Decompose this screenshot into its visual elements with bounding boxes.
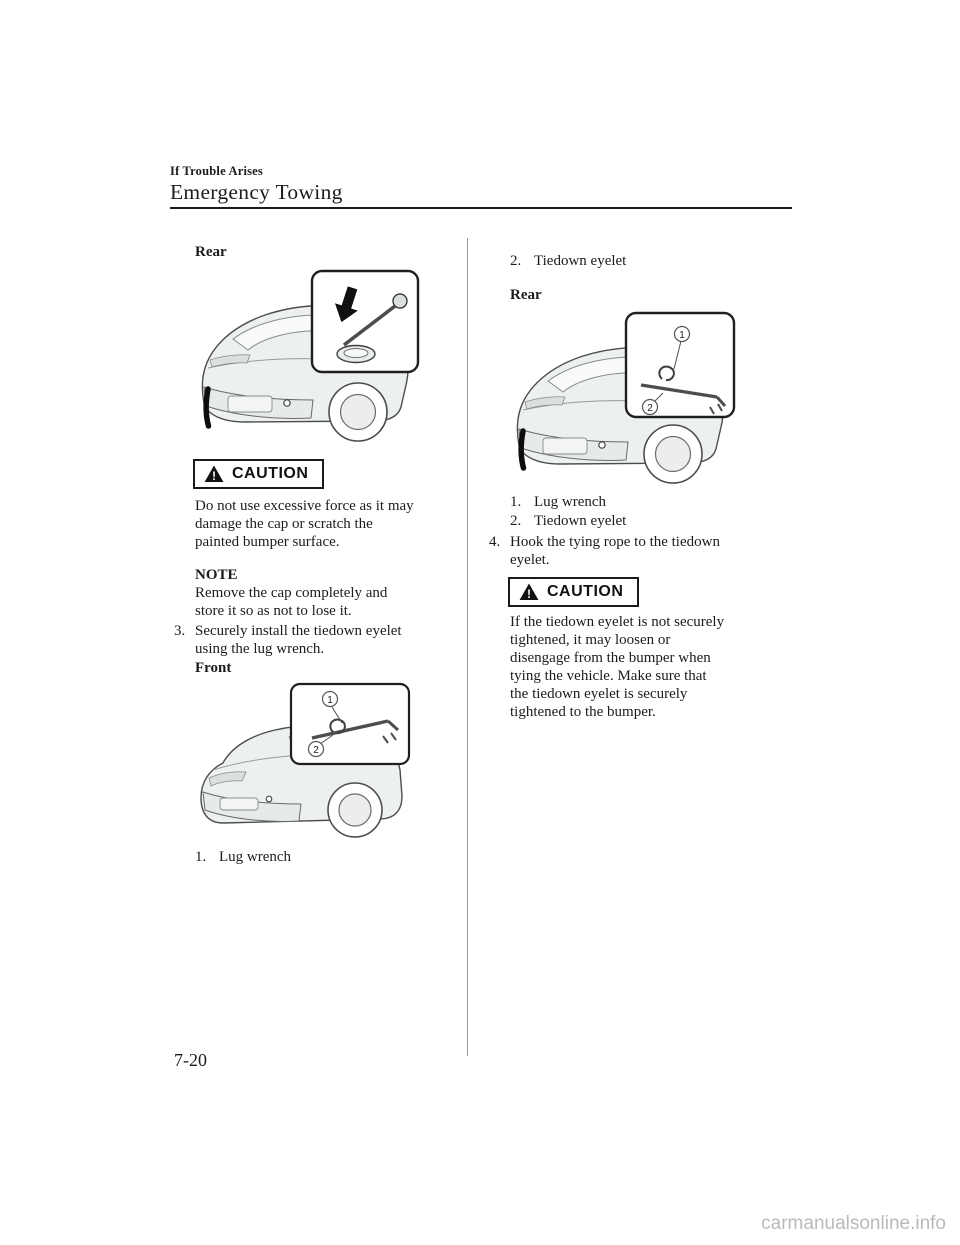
tiedown-eyelet — [658, 365, 675, 381]
step-text: Securely install the tiedown eyelet usin… — [195, 623, 402, 657]
lug-wrench — [640, 383, 727, 415]
step-number: 4. — [489, 534, 501, 551]
rear-wheel — [328, 382, 388, 442]
legend-text: Lug wrench — [534, 493, 607, 510]
tow-cap — [336, 344, 376, 364]
legend-tiedown-eyelet-top: 2. Tiedown eyelet — [510, 252, 769, 271]
inset-detail-box: 1 2 — [289, 682, 411, 766]
front-eyelet-illustration: 1 2 — [195, 680, 446, 844]
header-rule — [170, 207, 792, 209]
caution-body-text: If the tiedown eyelet is not securely ti… — [510, 614, 725, 721]
page-header: If Trouble Arises Emergency Towing — [170, 164, 792, 205]
rear-label: Rear — [510, 286, 542, 303]
inset-detail-box — [310, 269, 420, 374]
caution-box: ! CAUTION — [508, 577, 640, 608]
legend-lug-wrench: 1. Lug wrench — [195, 848, 446, 867]
press-arrow-icon — [334, 286, 358, 323]
column-divider — [467, 238, 468, 1056]
note-body-text: Remove the cap completely and store it s… — [195, 585, 388, 619]
tow-cap-location — [283, 399, 291, 407]
legend-text: Tiedown eyelet — [534, 253, 627, 269]
legend-tiedown-eyelet: 2. Tiedown eyelet — [510, 512, 769, 531]
rear-label: Rear — [195, 244, 227, 260]
step-number: 3. — [174, 623, 186, 639]
warning-triangle-icon: ! — [204, 465, 224, 483]
legend-text: Lug wrench — [219, 849, 292, 865]
front-wheel — [327, 782, 383, 838]
legend-number: 2. — [510, 512, 522, 529]
page-number: 7-20 — [174, 1050, 207, 1070]
tiedown-eyelet — [329, 718, 346, 735]
note-label: NOTE — [195, 567, 238, 583]
rear-bumper — [203, 386, 314, 419]
svg-text:1: 1 — [327, 695, 333, 706]
warning-triangle-icon: ! — [519, 583, 539, 601]
legend-number: 1. — [195, 849, 207, 865]
callout-1: 1 — [673, 325, 691, 369]
caution-box: ! CAUTION — [193, 459, 325, 489]
pry-lever — [342, 293, 408, 347]
chapter-name: If Trouble Arises — [170, 164, 263, 178]
step-4: 4. Hook the tying rope to the tiedown ey… — [489, 533, 769, 569]
legend-text: Tiedown eyelet — [534, 512, 627, 529]
inset-detail-box: 1 2 — [624, 311, 736, 418]
svg-text:2: 2 — [313, 745, 319, 756]
callout-1: 1 — [321, 690, 343, 724]
svg-text:!: ! — [212, 471, 216, 483]
rear-wheel — [643, 423, 703, 484]
legend-number: 2. — [510, 253, 522, 269]
position-marker — [518, 428, 527, 471]
svg-text:2: 2 — [647, 403, 653, 414]
svg-text:1: 1 — [679, 330, 685, 341]
caution-body-text: Do not use excessive force as it may dam… — [195, 498, 414, 550]
callout-2: 2 — [307, 734, 334, 758]
step-text: Hook the tying rope to the tiedown eyele… — [510, 534, 720, 569]
caution-label: CAUTION — [232, 465, 309, 482]
legend-lug-wrench: 1. Lug wrench — [510, 493, 769, 512]
callout-2: 2 — [641, 392, 664, 415]
front-label: Front — [195, 660, 232, 676]
step-3: 3. Securely install the tiedown eyelet u… — [174, 622, 446, 658]
eyelet-location — [265, 795, 273, 803]
lug-wrench — [311, 719, 400, 744]
legend-number: 1. — [510, 493, 522, 510]
front-bumper — [202, 791, 302, 822]
rear-cap-illustration — [195, 265, 446, 453]
front-eyelet-diagram: 1 2 — [200, 682, 411, 838]
rear-eyelet-illustration: 1 2 — [510, 307, 769, 489]
rear-cap-diagram — [201, 269, 420, 442]
caution-label: CAUTION — [547, 583, 624, 601]
right-column: 2. Tiedown eyelet Rear — [489, 244, 769, 721]
position-marker — [203, 386, 212, 429]
rear-bumper — [518, 428, 629, 461]
watermark: carmanualsonline.info — [761, 1213, 946, 1234]
rear-eyelet-diagram: 1 2 — [516, 311, 736, 484]
svg-text:!: ! — [527, 589, 531, 601]
left-column: Rear — [174, 244, 446, 867]
eyelet-location — [598, 440, 606, 449]
page-title: Emergency Towing — [170, 180, 343, 204]
